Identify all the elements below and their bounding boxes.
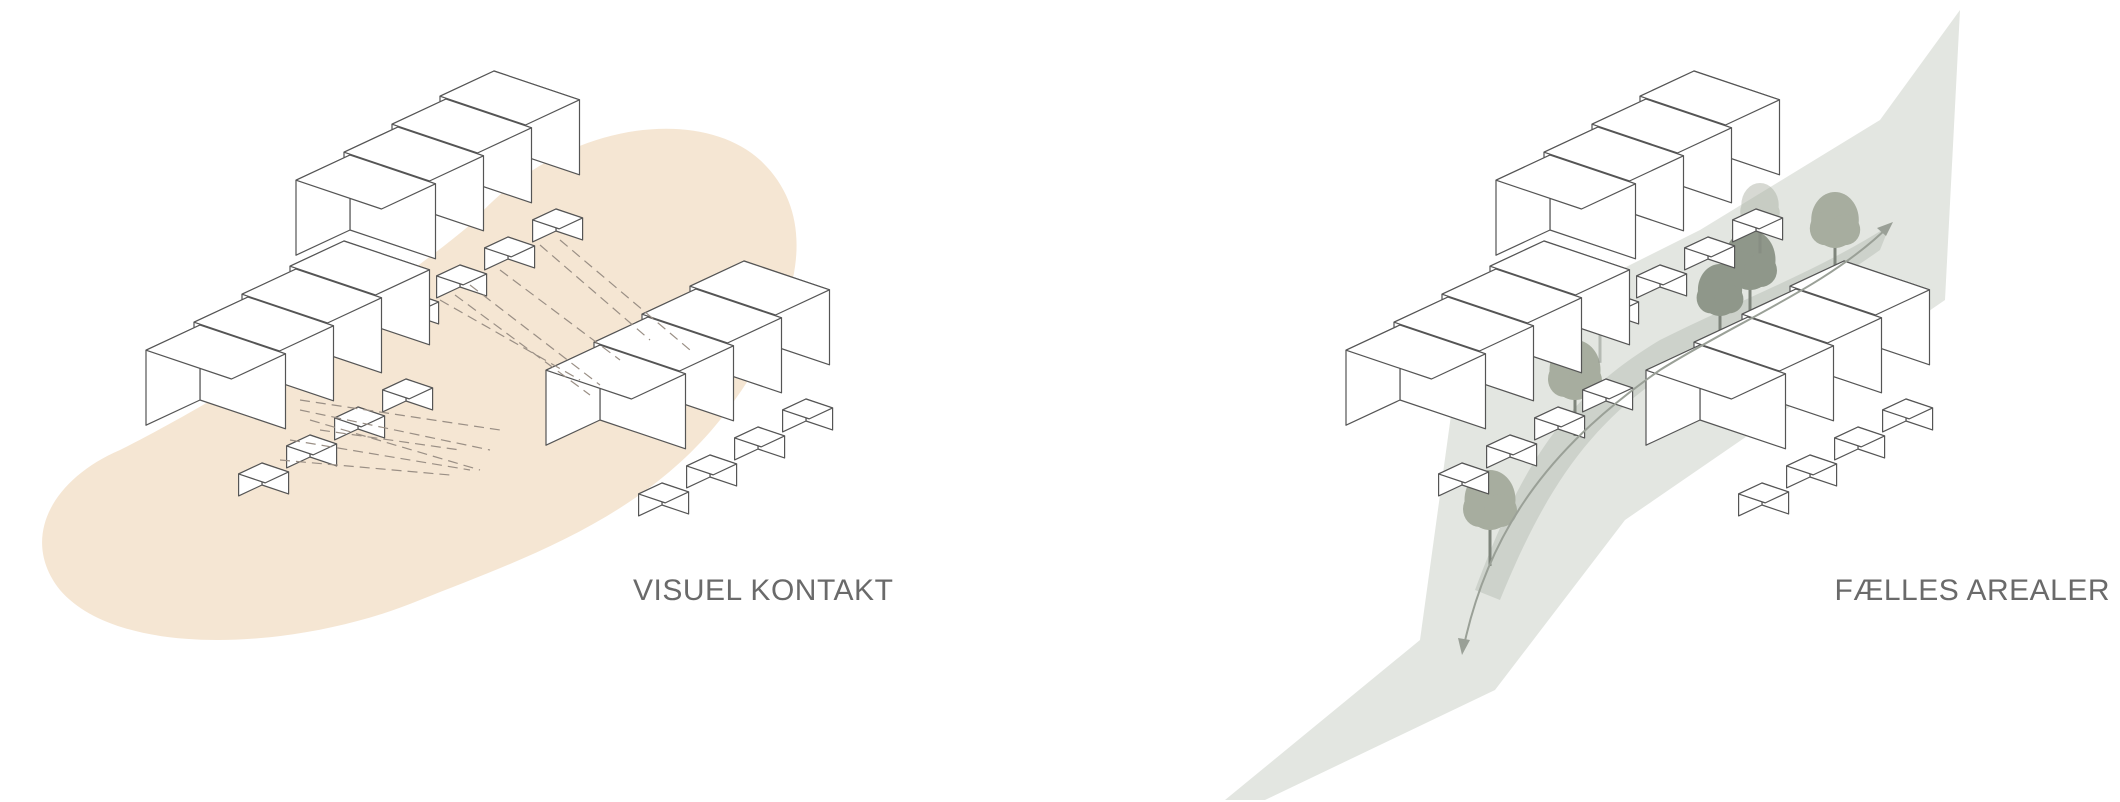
arrow-icon xyxy=(1877,222,1893,236)
sightline xyxy=(319,429,461,451)
panel-visual-contact xyxy=(42,70,834,640)
building-block xyxy=(145,324,287,430)
sightline xyxy=(309,419,481,471)
sightline xyxy=(279,459,451,476)
building-block xyxy=(531,208,584,243)
building-block xyxy=(1345,324,1487,430)
building-block xyxy=(1683,236,1736,271)
sightline xyxy=(299,409,491,451)
building-row-bottom-right xyxy=(1345,240,1634,497)
sightline xyxy=(499,269,621,361)
sightline xyxy=(439,299,581,381)
sightline xyxy=(289,439,471,471)
building-block xyxy=(1533,406,1586,441)
tree-icon xyxy=(1809,192,1861,282)
sightline xyxy=(454,294,591,396)
building-block xyxy=(545,344,687,450)
building-block xyxy=(382,378,434,413)
building-block xyxy=(334,406,386,441)
building-block xyxy=(733,426,786,461)
building-block xyxy=(1737,482,1790,517)
building-block xyxy=(1635,264,1688,299)
tree-icon xyxy=(1696,264,1744,348)
building-block xyxy=(1437,462,1490,497)
building-block xyxy=(286,434,338,469)
panel-common-areas xyxy=(1225,10,1960,800)
building-block xyxy=(781,398,834,433)
building-block xyxy=(637,482,690,517)
building-block xyxy=(685,454,738,489)
sightline xyxy=(559,239,691,351)
building-block xyxy=(1785,454,1838,489)
arrow-icon xyxy=(1458,638,1470,655)
building-block xyxy=(484,236,536,271)
building-row-top-left xyxy=(295,70,584,327)
building-block xyxy=(1881,398,1934,433)
building-block xyxy=(1485,434,1538,469)
sightline xyxy=(469,284,601,386)
building-block xyxy=(1731,208,1784,243)
walkway-line xyxy=(1462,224,1891,651)
building-block xyxy=(295,154,437,260)
building-block xyxy=(238,462,290,497)
building-block xyxy=(436,264,488,299)
sightlines xyxy=(279,239,691,476)
building-block xyxy=(1581,378,1634,413)
building-block xyxy=(1495,154,1637,260)
building-block xyxy=(1833,426,1886,461)
caption-common-areas: FÆLLES AREALER xyxy=(1834,574,2110,607)
sightline xyxy=(299,399,501,431)
building-row-right xyxy=(545,260,834,517)
caption-visual-contact: VISUEL KONTAKT xyxy=(633,574,894,607)
building-row-bottom-left xyxy=(145,240,434,497)
sightline xyxy=(539,244,651,341)
tree-icon xyxy=(1463,470,1517,566)
